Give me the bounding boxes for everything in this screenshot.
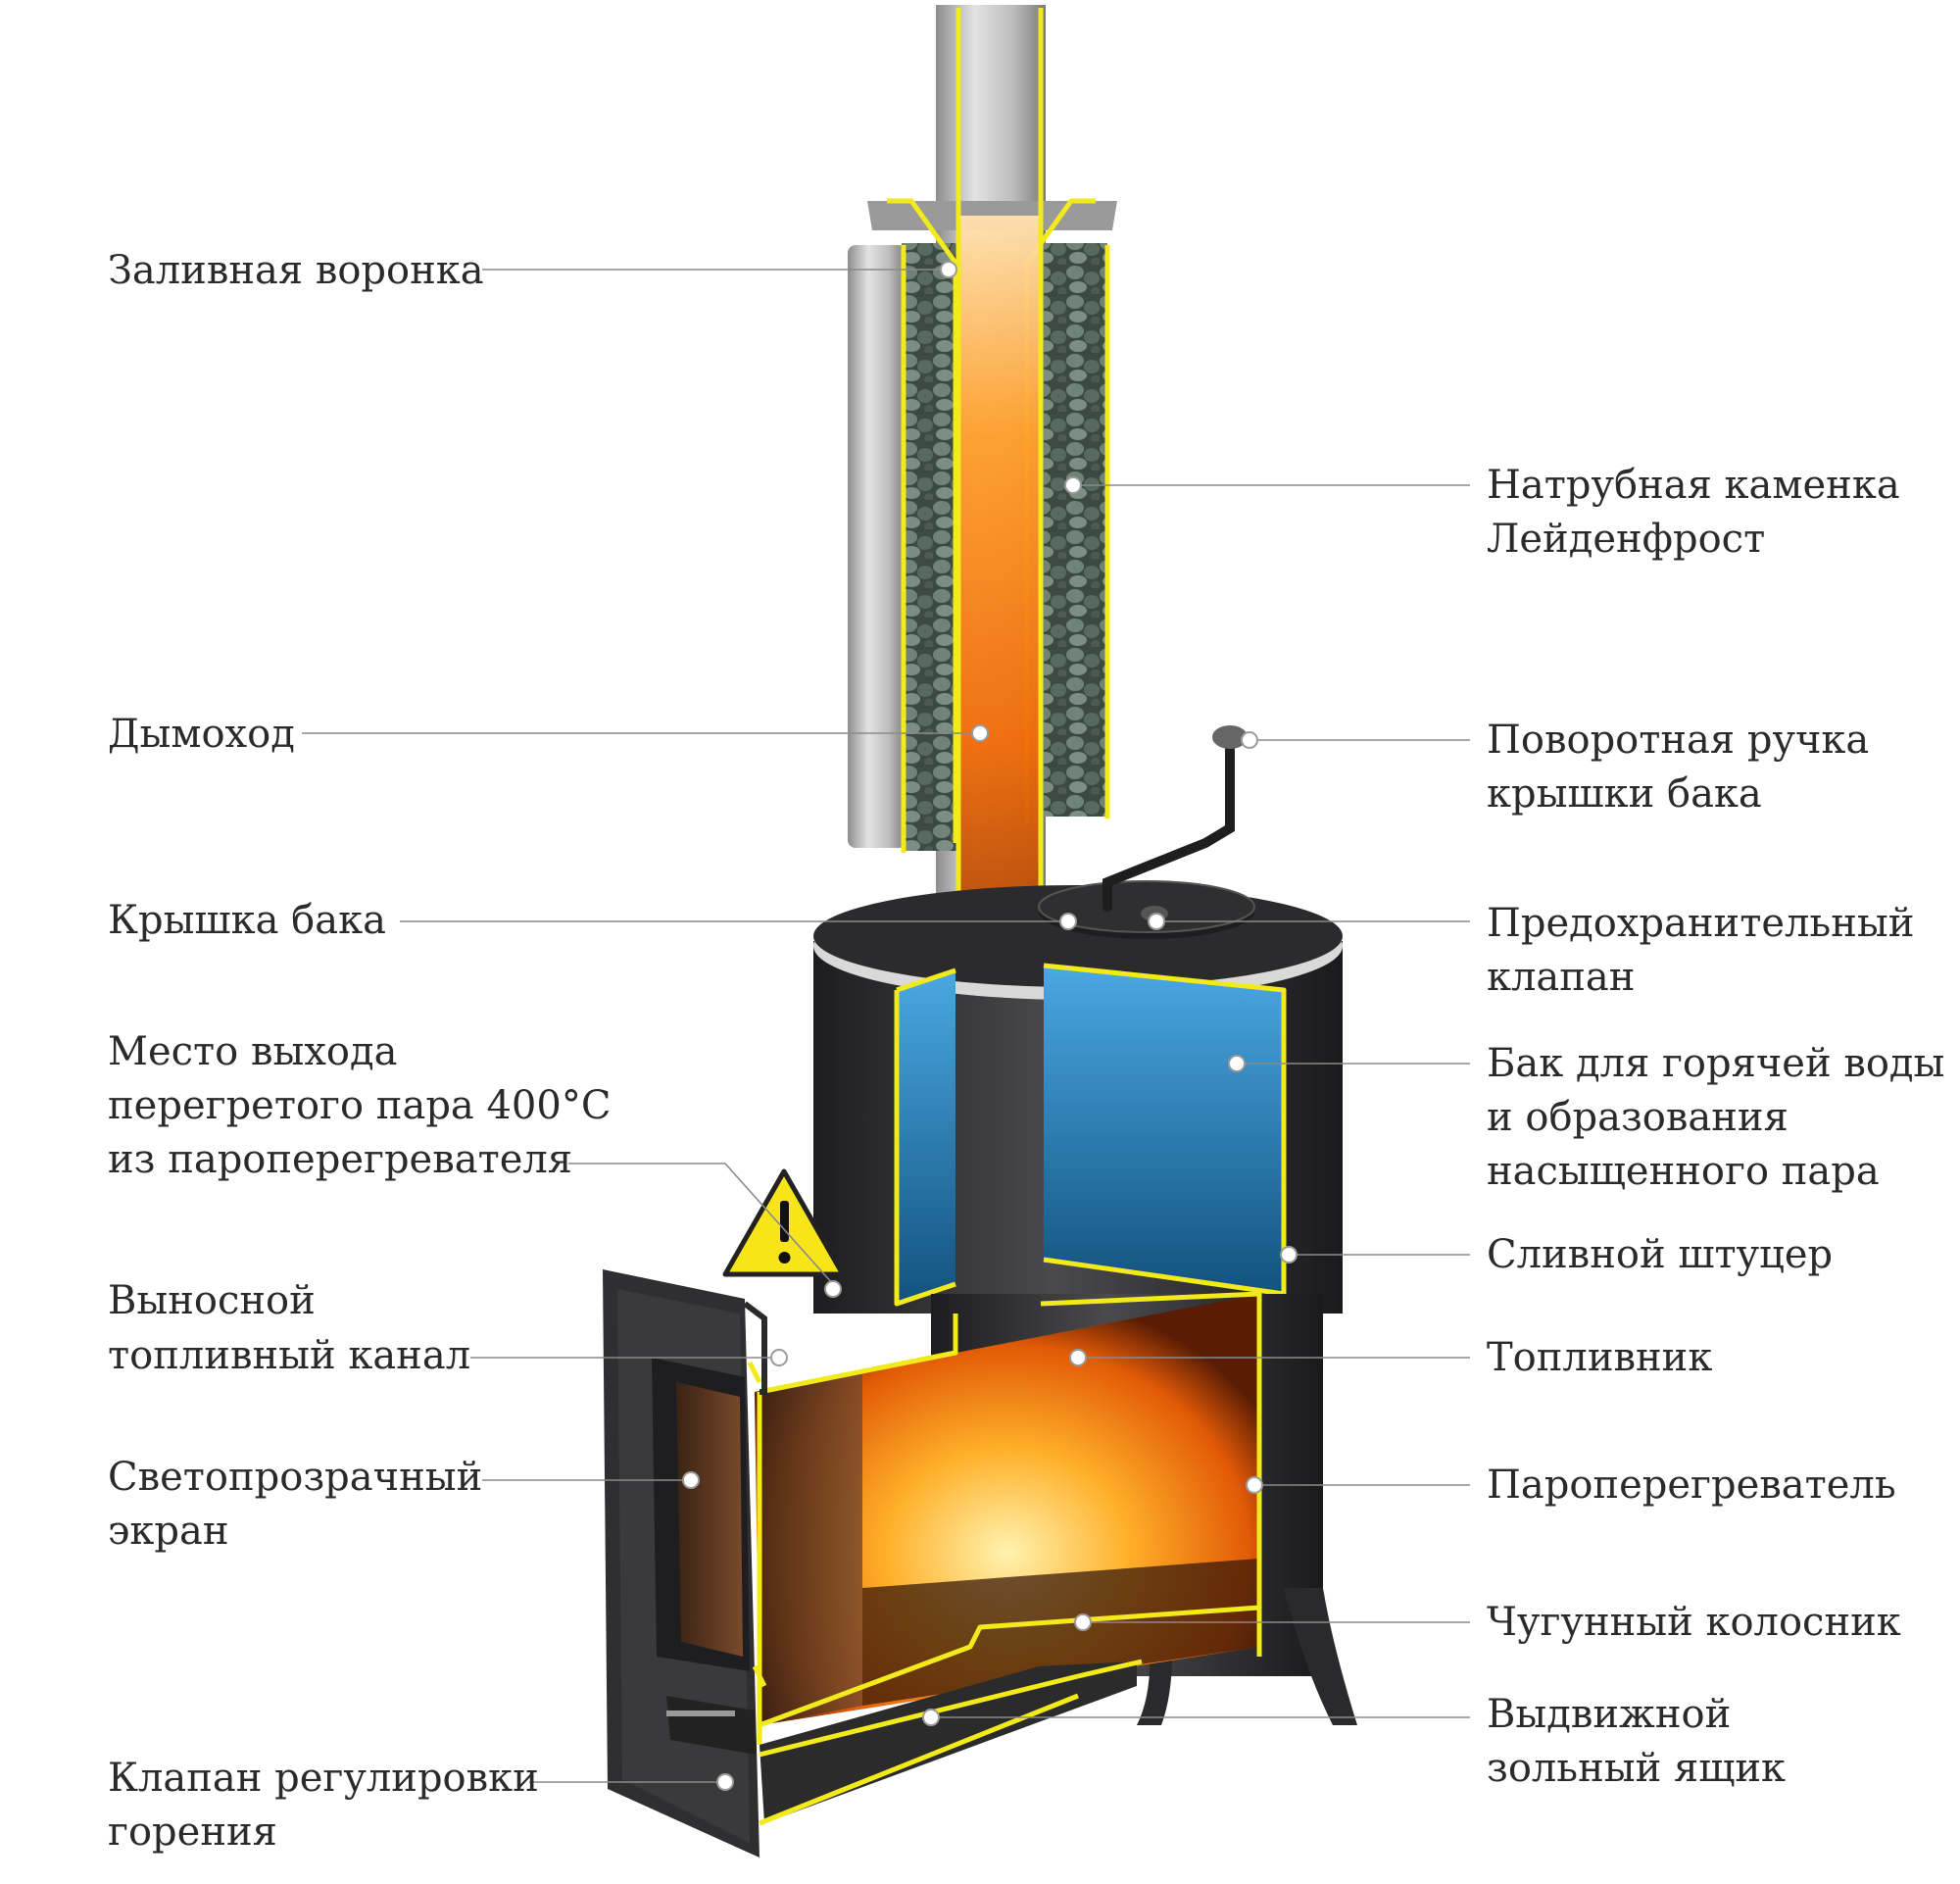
label-steam-outlet-1: Место выхода	[108, 1029, 397, 1074]
callout-dot-ash-drawer	[922, 1709, 940, 1726]
stone-heater	[848, 198, 1117, 853]
callout-dot-steam-outlet	[824, 1280, 842, 1298]
callout-dot-safety-valve	[1148, 913, 1165, 930]
callout-dot-firebox	[1069, 1349, 1087, 1366]
callout-dot-superheater	[1246, 1476, 1263, 1494]
label-water-tank-2: и образования	[1487, 1095, 1788, 1140]
callout-dot-funnel	[940, 261, 957, 278]
callout-dot-glass-screen	[682, 1471, 700, 1489]
callout-dot-lid-handle	[1241, 731, 1258, 749]
label-steam-outlet-3: из пароперегревателя	[108, 1137, 572, 1182]
label-lid-handle-2: крышки бака	[1487, 771, 1762, 817]
combustion-chamber	[755, 1291, 1262, 1826]
label-superheater: Пароперегреватель	[1487, 1463, 1896, 1508]
callout-dot-chimney	[971, 724, 989, 742]
label-grate: Чугунный колосник	[1487, 1600, 1901, 1645]
leader-lines	[302, 269, 1470, 1783]
label-air-valve-1: Клапан регулировки	[108, 1756, 539, 1801]
right-labels: Натрубная каменка Лейденфрост Поворотная…	[1487, 463, 1944, 1791]
label-firebox: Топливник	[1487, 1335, 1712, 1380]
callout-dot-fuel-channel	[770, 1349, 788, 1366]
fuel-channel-door	[603, 1269, 767, 1858]
callout-dot-drain-fitting	[1280, 1246, 1298, 1264]
label-glass-screen-1: Светопрозрачный	[108, 1455, 482, 1500]
callout-dots	[682, 261, 1298, 1791]
label-safety-valve-1: Предохранительный	[1487, 901, 1914, 946]
label-air-valve-2: горения	[108, 1810, 277, 1855]
tank-lid-assembly	[1038, 725, 1255, 939]
callout-dot-tank-lid	[1059, 913, 1077, 930]
label-fuel-channel-2: топливный канал	[108, 1333, 470, 1378]
callout-dot-water-tank	[1228, 1055, 1246, 1072]
label-ash-drawer-1: Выдвижной	[1487, 1692, 1731, 1737]
callout-dot-grate	[1074, 1613, 1092, 1631]
label-drain-fitting: Сливной штуцер	[1487, 1232, 1833, 1277]
label-water-tank-3: насыщенного пара	[1487, 1149, 1880, 1194]
label-ash-drawer-2: зольный ящик	[1487, 1746, 1786, 1791]
callout-dot-air-valve	[716, 1773, 734, 1791]
label-glass-screen-2: экран	[108, 1509, 229, 1554]
label-stone-heater-1: Натрубная каменка	[1487, 463, 1900, 508]
label-chimney: Дымоход	[108, 712, 295, 757]
label-safety-valve-2: клапан	[1487, 955, 1635, 1000]
label-fuel-channel-1: Выносной	[108, 1278, 316, 1323]
left-labels: Заливная воронка Дымоход Крышка бака Мес…	[108, 248, 611, 1855]
label-tank-lid: Крышка бака	[108, 898, 386, 943]
label-stone-heater-2: Лейденфрост	[1487, 517, 1765, 562]
label-lid-handle-1: Поворотная ручка	[1487, 718, 1869, 763]
tank-body	[813, 885, 1343, 1314]
label-funnel: Заливная воронка	[108, 248, 484, 293]
warning-triangle-icon	[722, 1168, 846, 1277]
callout-dot-stone-heater	[1064, 476, 1082, 494]
label-steam-outlet-2: перегретого пара 400°С	[108, 1083, 611, 1128]
label-water-tank-1: Бак для горячей воды	[1487, 1041, 1944, 1086]
